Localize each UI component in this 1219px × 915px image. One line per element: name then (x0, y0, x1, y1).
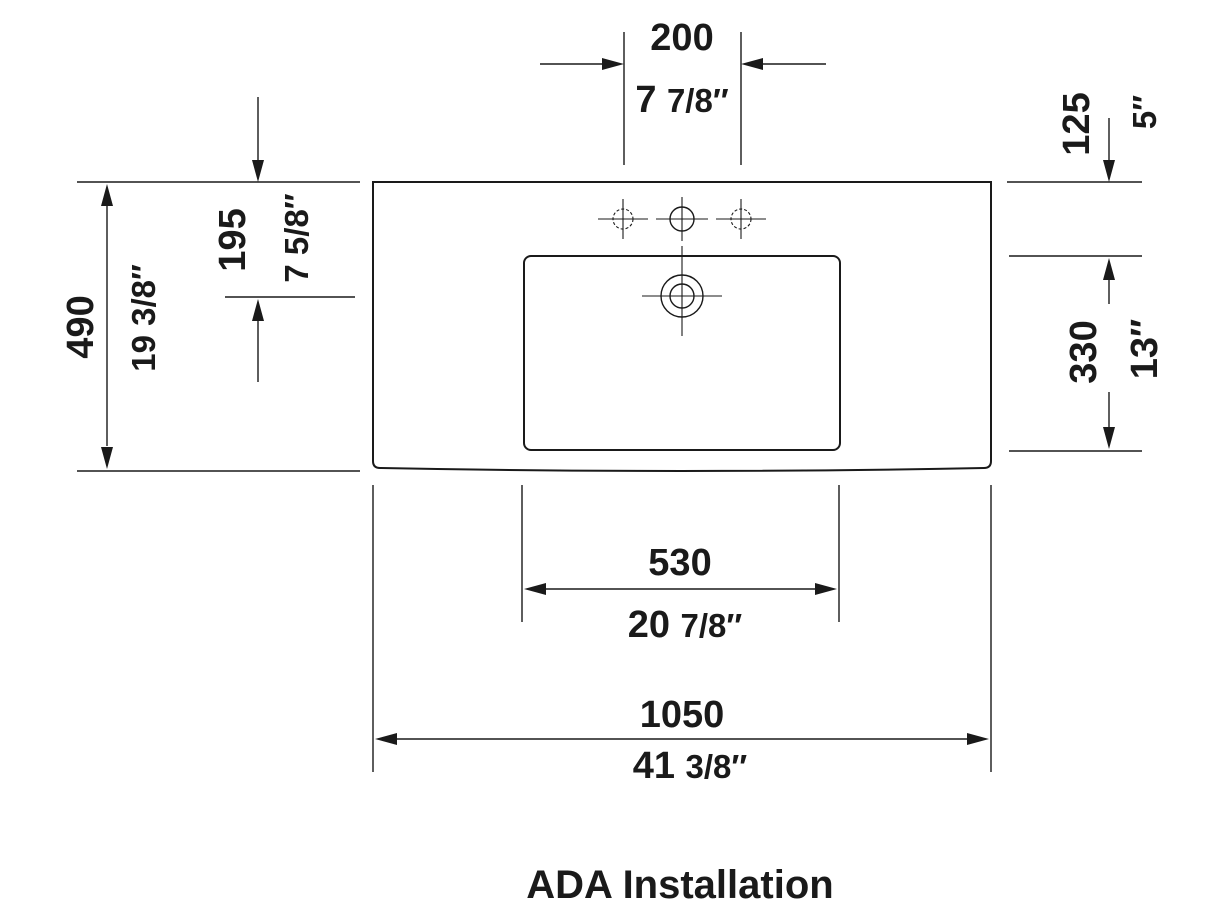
tap-hole-center-icon (656, 197, 708, 241)
dim-bowl-depth-mm: 330 (1063, 320, 1105, 383)
dim-overall-width-mm: 1050 (640, 694, 725, 736)
drain-icon (642, 246, 722, 336)
dim-tap-spacing: 200 7 7/8″ (540, 17, 826, 165)
dim-front-to-tap: 125 5″ (1007, 92, 1163, 183)
dim-back-to-bowl: 195 7 5/8″ (212, 97, 355, 382)
dim-depth-inch: 19 3/8″ (125, 264, 162, 372)
dim-front-to-tap-inch: 5″ (1126, 95, 1163, 129)
dim-back-to-bowl-mm: 195 (212, 208, 254, 271)
dim-bowl-depth-inch: 13″ (1124, 319, 1166, 379)
dim-back-to-bowl-inch: 7 5/8″ (278, 193, 315, 282)
dim-depth-mm: 490 (60, 295, 102, 358)
dim-bowl-width-mm: 530 (648, 542, 711, 584)
caption: ADA Installation (526, 863, 833, 907)
tap-hole-left-optional-icon (598, 199, 648, 239)
sink-outline (372, 181, 992, 472)
dim-tap-spacing-mm: 200 (650, 17, 713, 59)
dim-overall-width-inch: 41 3/8″ (633, 745, 748, 787)
tap-hole-right-optional-icon (716, 199, 766, 239)
dim-front-to-tap-mm: 125 (1056, 92, 1098, 155)
dim-bowl-width: 530 20 7/8″ (521, 485, 840, 646)
dim-bowl-width-inch: 20 7/8″ (628, 604, 743, 646)
dim-bowl-depth: 330 13″ (1009, 255, 1166, 452)
dim-depth: 490 19 3/8″ (60, 181, 360, 472)
dim-overall-width: 1050 41 3/8″ (372, 485, 992, 787)
dim-tap-spacing-inch: 7 7/8″ (635, 79, 728, 121)
